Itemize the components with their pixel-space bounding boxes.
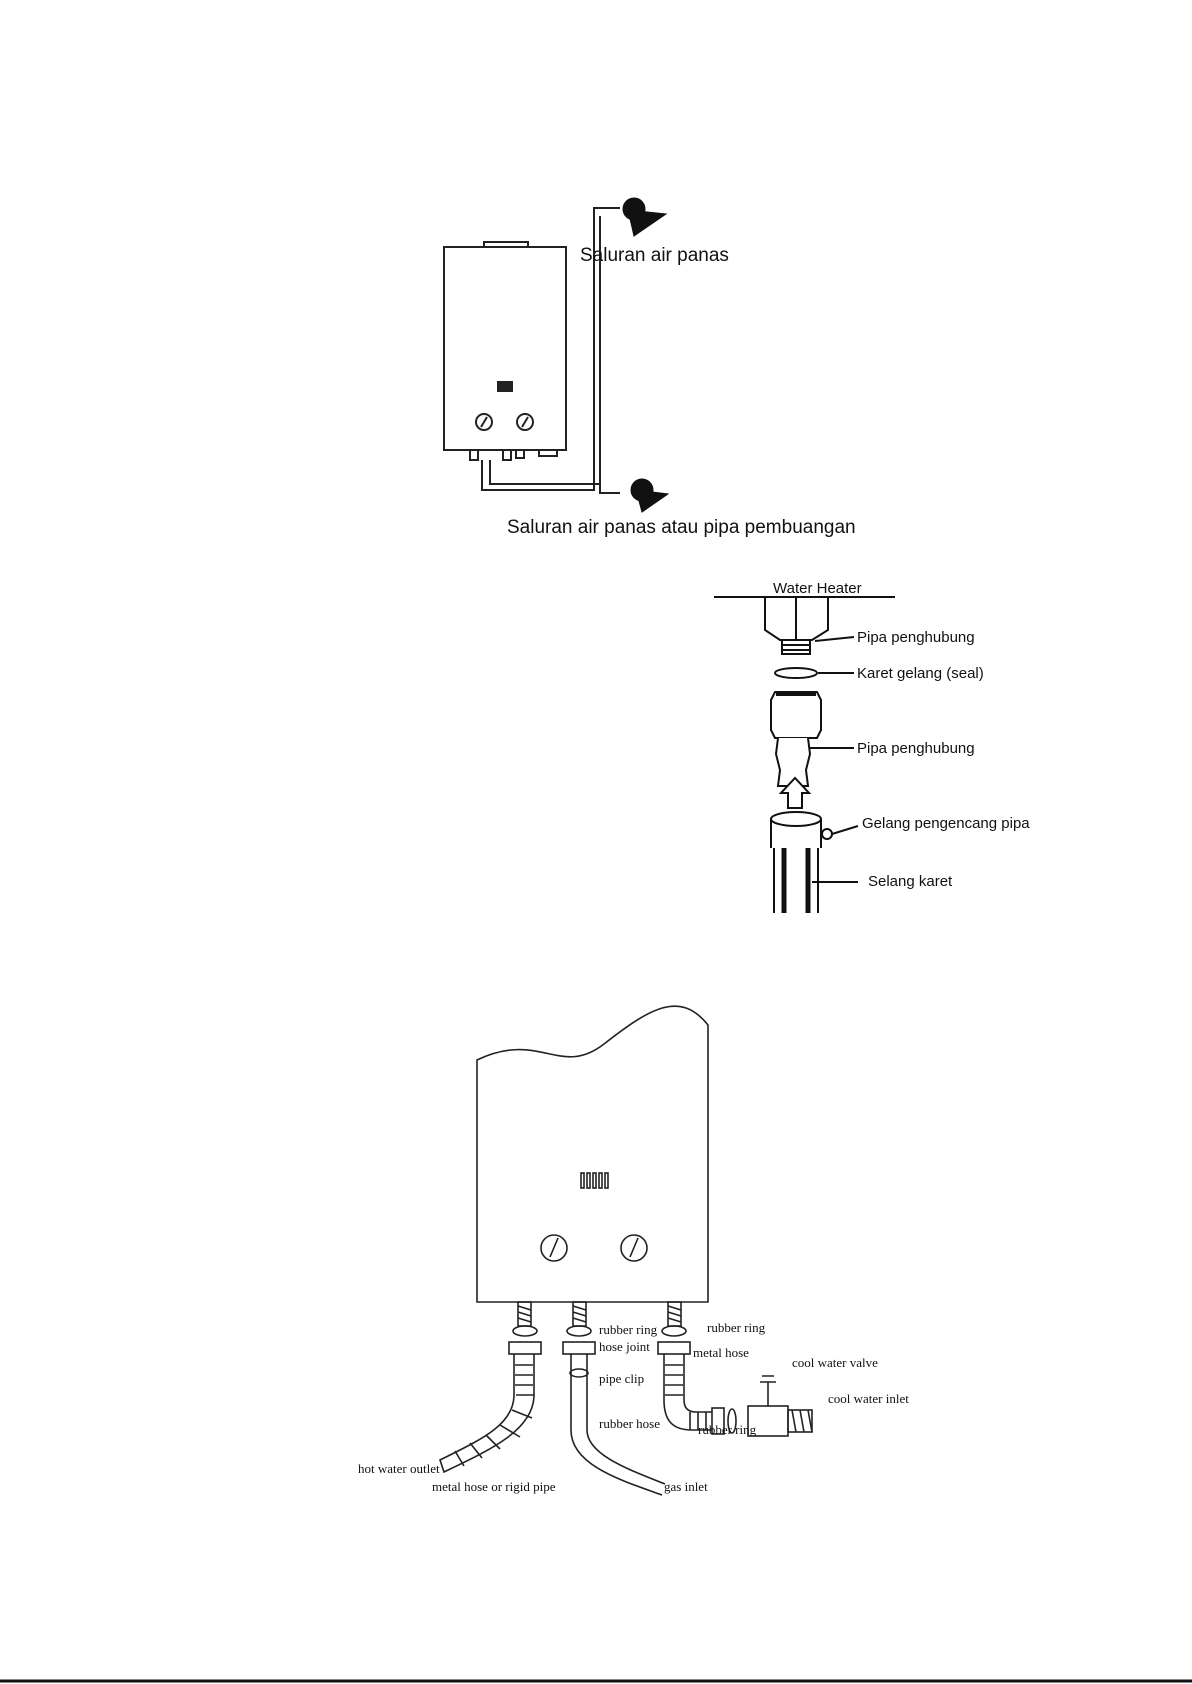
- gas-pipe-clip: [569, 1368, 589, 1378]
- label-gas-inlet: gas inlet: [664, 1479, 708, 1494]
- ring-valve-icon: [727, 1408, 737, 1434]
- label-pipe-clip: pipe clip: [599, 1371, 644, 1386]
- label-rubber-ring-1: rubber ring: [599, 1322, 658, 1337]
- tap-icon-bottom: [630, 478, 670, 513]
- diagram-hot-water-lines: [443, 207, 620, 494]
- heater-top-vent: [483, 241, 529, 248]
- label-cool-water-valve: cool water valve: [792, 1355, 878, 1370]
- label-hot-water-line: Saluran air panas: [580, 245, 729, 266]
- nut-hot: [508, 1341, 542, 1355]
- valve-stem: [760, 1375, 776, 1406]
- diagram-installation: [439, 1005, 813, 1496]
- outlet-fitting-3: [515, 449, 525, 459]
- label-rubber-seal: Karet gelang (seal): [857, 665, 984, 682]
- outlet-fitting-2: [502, 449, 512, 461]
- label-metal-hose: metal hose: [693, 1345, 749, 1360]
- hot-water-metal-hose: [439, 1354, 535, 1474]
- nipple-thread: [781, 639, 811, 655]
- hose-clamp-top: [770, 811, 822, 827]
- nut-gas: [562, 1341, 596, 1355]
- label-rubber-ring-3: rubber ring: [698, 1422, 757, 1437]
- nut-cold: [657, 1341, 691, 1355]
- seal-ring-icon: [774, 667, 818, 679]
- label-connector-pipe-2: Pipa penghubung: [857, 740, 975, 757]
- arrow-up-icon: [778, 776, 812, 809]
- ring-gas-icon: [566, 1325, 592, 1337]
- label-rubber-hose-3: rubber hose: [599, 1416, 660, 1431]
- label-connector-pipe-1: Pipa penghubung: [857, 629, 975, 646]
- rubber-hose-body: [773, 848, 819, 913]
- gas-rubber-hose: [570, 1354, 666, 1496]
- label-hot-water-or-drain: Saluran air panas atau pipa pembuangan: [507, 517, 856, 538]
- label-water-heater: Water Heater: [773, 580, 862, 597]
- nut-hex: [770, 691, 822, 739]
- installation-labels: rubber ring rubber ring hose joint metal…: [358, 1320, 909, 1494]
- pipe-lower-branch: [599, 484, 620, 494]
- clamp-screw-icon: [821, 828, 833, 840]
- pipe-inner: [489, 216, 601, 485]
- knob-left-icon: [475, 413, 493, 431]
- outlet-fitting-4: [538, 449, 558, 457]
- dial-right-icon: [620, 1234, 648, 1262]
- label-hot-water-outlet: hot water outlet: [358, 1461, 440, 1476]
- cold-water-metal-hose: [663, 1354, 712, 1431]
- ring-cold-icon: [661, 1325, 687, 1337]
- diagram-hose-connection: [714, 596, 895, 913]
- tap-icon-top: [622, 197, 668, 237]
- label-metal-hose-or-rigid-pipe: metal hose or rigid pipe: [432, 1479, 556, 1494]
- heater-vent-slots: [580, 1172, 609, 1189]
- ring-hot-icon: [512, 1325, 538, 1337]
- heater-body: [443, 246, 567, 451]
- label-rubber-ring-2: rubber ring: [707, 1320, 766, 1335]
- dial-left-icon: [540, 1234, 568, 1262]
- outlet-fitting-1: [469, 449, 479, 461]
- heater-body-wavy: [476, 1005, 709, 1303]
- label-cool-water-inlet: cool water inlet: [828, 1391, 909, 1406]
- hose-clamp: [770, 819, 822, 848]
- knob-right-icon: [516, 413, 534, 431]
- label-rubber-hose: Selang karet: [868, 873, 953, 890]
- label-hose-joint: hose joint: [599, 1339, 650, 1354]
- cold-nut: [711, 1407, 725, 1435]
- heater-display: [497, 381, 513, 392]
- pipe-outer: [481, 207, 620, 491]
- label-pipe-clamp: Gelang pengencang pipa: [862, 815, 1030, 832]
